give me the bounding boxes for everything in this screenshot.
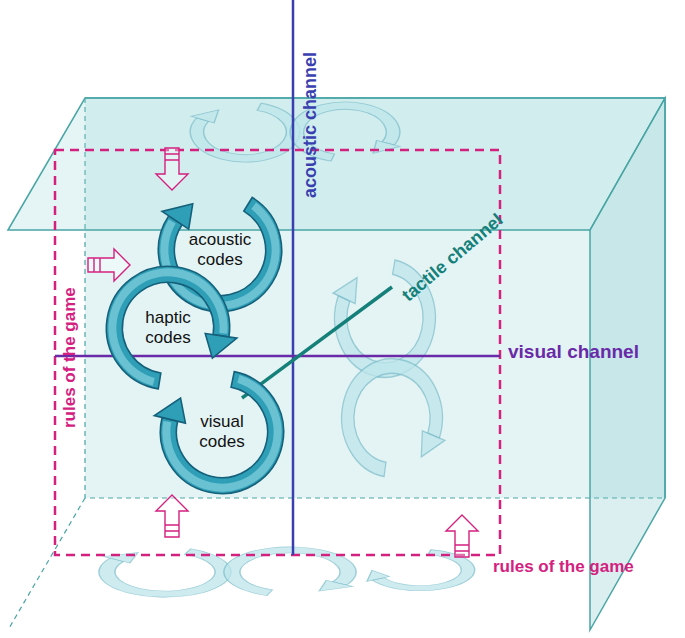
cycle-arrow-body	[160, 372, 283, 494]
channel-label: visual channel	[508, 341, 639, 363]
code-cycle: visual codes	[150, 360, 294, 504]
rules-arrow	[156, 148, 188, 190]
rules-label: rules of the game	[60, 287, 80, 428]
cycle-arrow-shine	[108, 268, 227, 385]
channel-label: acoustic channel	[300, 52, 321, 198]
code-label: acoustic codes	[181, 230, 259, 269]
cycle-arrow-shine	[162, 375, 281, 492]
code-label: visual codes	[183, 412, 261, 451]
faded-code-ring	[190, 103, 299, 162]
cycle-arrow-head	[205, 333, 237, 358]
rules-arrow	[88, 249, 130, 281]
rules-arrow	[446, 515, 478, 557]
tactile-axis	[242, 287, 392, 398]
rules-arrow	[156, 495, 188, 537]
cube-top-face	[8, 98, 665, 230]
faded-code-ring	[342, 359, 445, 477]
acoustic-axis	[292, 0, 295, 555]
cube-hidden-edge	[8, 98, 665, 630]
code-cycle: haptic codes	[96, 256, 240, 400]
cycle-arrow-body	[106, 266, 229, 388]
cycle-arrow-head	[162, 204, 193, 229]
code-label: haptic codes	[129, 308, 207, 347]
cycle-arrow-head	[154, 398, 185, 423]
rules-label: rules of the game	[493, 557, 634, 577]
rules-frame	[55, 150, 500, 555]
cube-side-face	[590, 98, 665, 630]
